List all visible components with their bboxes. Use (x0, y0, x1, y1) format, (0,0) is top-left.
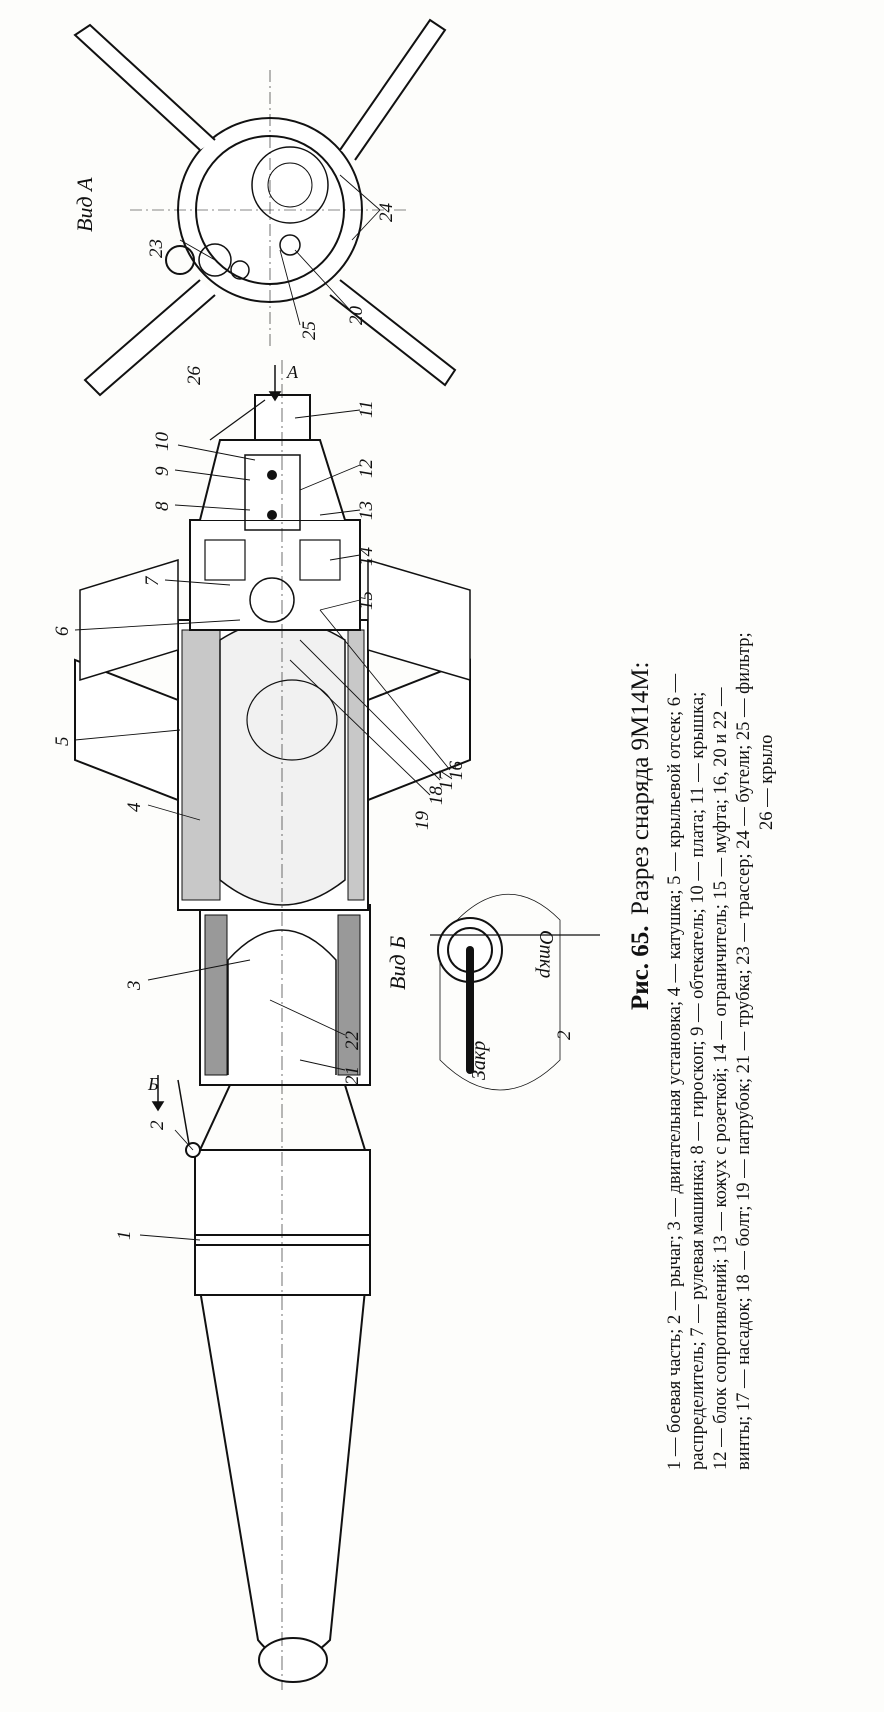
callout-1: 1 (114, 1231, 135, 1241)
arrow-a-label: А (286, 362, 299, 382)
callout-26: 26 (184, 366, 205, 386)
callout-10: 10 (152, 432, 173, 452)
caption-legend-line-2: распределитель; 7 — рулевая машинка; 8 —… (688, 692, 708, 1470)
callout-17: 17 (436, 770, 457, 791)
caption-legend-line-4: винты; 17 — насадок; 18 — болт; 19 — пат… (734, 632, 754, 1470)
callout-19: 19 (412, 811, 433, 831)
caption-figure-title: Разрез снаряда 9М14М: (627, 662, 654, 915)
missile-body-drawing (74, 360, 471, 1690)
closed-label: Закр (468, 1041, 490, 1080)
callout-13: 13 (356, 501, 377, 520)
callout-20: 20 (346, 306, 367, 326)
figure-caption: Рис. 65. Разрез снаряда 9М14М: 1 — боева… (627, 632, 777, 1470)
callout-25: 25 (299, 321, 320, 340)
view-b-title: Вид Б (385, 936, 410, 990)
arrow-b-label: Б (147, 1074, 159, 1094)
callout-6: 6 (52, 626, 73, 636)
callout-numbers: 1 2 3 4 5 6 7 8 9 10 11 12 13 14 15 16 1… (52, 203, 575, 1241)
callout-3: 3 (124, 981, 145, 992)
caption-legend-line-3: 12 — блок сопротивлений; 13 — кожух с ро… (711, 687, 731, 1470)
view-arrows (151, 365, 282, 1112)
caption-legend-line-1: 1 — боевая часть; 2 — рычаг; 3 — двигате… (665, 673, 685, 1470)
callout-2-view-b: 2 (554, 1030, 575, 1040)
view-a-drawing (73, 18, 457, 397)
callout-22: 22 (342, 1031, 363, 1051)
caption-figure-number: Рис. 65. (627, 925, 654, 1010)
callout-12: 12 (356, 459, 377, 479)
callout-24: 24 (376, 203, 397, 223)
callout-23: 23 (146, 239, 167, 258)
callout-14: 14 (356, 547, 377, 567)
caption-legend-line-5: 26 — крыло (757, 735, 777, 830)
callout-4: 4 (124, 802, 145, 812)
view-b-drawing (430, 894, 600, 1091)
open-label: Откр (535, 930, 557, 978)
callout-15: 15 (356, 591, 377, 610)
callout-16: 16 (446, 761, 467, 781)
callout-11: 11 (356, 400, 377, 418)
callout-8: 8 (152, 501, 173, 511)
callout-9: 9 (152, 466, 173, 476)
callout-21: 21 (342, 1066, 363, 1085)
callout-5: 5 (52, 737, 73, 747)
callout-2: 2 (147, 1120, 168, 1130)
callout-7: 7 (142, 575, 163, 586)
callout-leader-lines (74, 174, 451, 1241)
view-a-title: Вид А (72, 177, 97, 232)
callout-18: 18 (426, 786, 447, 806)
